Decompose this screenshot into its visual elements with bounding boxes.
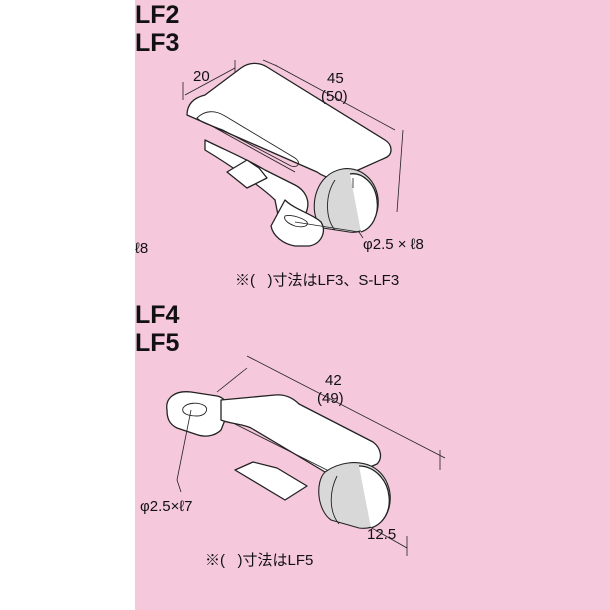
note-top: ※( )寸法はLF3、S-LF3 [235, 272, 400, 289]
clip-lf4-lf5-drawing [166, 355, 446, 556]
model-label-lf4: LF4 [135, 301, 180, 329]
dim-length-bottom: 42 [325, 372, 342, 389]
clip-drawings [166, 59, 446, 556]
dim-length-top: 45 [327, 70, 344, 87]
hole-spec-top: φ2.5 × ℓ8 [363, 236, 424, 253]
model-label-lf3: LF3 [135, 29, 180, 57]
clip-lf2-lf3-drawing [182, 59, 404, 247]
dim-width-bottom: 12.5 [367, 526, 397, 543]
model-label-lf2: LF2 [135, 1, 180, 29]
dim-width-top: 20 [193, 68, 210, 85]
note-bottom: ※( )寸法はLF5 [205, 552, 314, 569]
left-fragment-text: ℓ8 [135, 240, 149, 257]
hole-spec-bottom: φ2.5×ℓ7 [140, 498, 193, 515]
model-label-lf5: LF5 [135, 329, 180, 357]
dim-length-alt-top: (50) [321, 88, 348, 105]
diagram-panel: LF2 LF3 20 45 (50) φ2.5 × ℓ8 ℓ8 ※( )寸法はL… [135, 0, 610, 610]
dim-length-alt-bottom: (49) [317, 390, 344, 407]
